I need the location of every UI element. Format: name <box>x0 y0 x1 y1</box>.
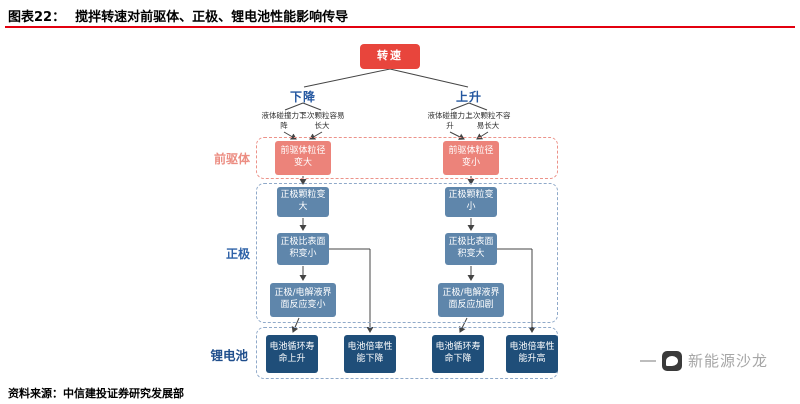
note-liquid-collision-down: 液体碰撞力下降 <box>261 111 307 130</box>
figure-title-row: 图表22： 搅拌转速对前驱体、正极、锂电池性能影响传导 <box>8 6 348 25</box>
node-rate-performance-up: 电池倍率性能升高 <box>506 335 558 373</box>
node-cathode-surface-up: 正极比表面积变大 <box>445 233 497 265</box>
node-precursor-size-up: 前驱体粒径变大 <box>275 141 331 175</box>
node-cycle-life-down: 电池循环寿命下降 <box>432 335 484 373</box>
node-interface-reaction-up: 正极/电解液界面反应加剧 <box>438 283 504 317</box>
watermark-logo-icon <box>662 350 682 371</box>
group-label-battery: 锂电池 <box>210 348 248 363</box>
node-interface-reaction-down: 正极/电解液界面反应变小 <box>270 283 336 317</box>
title-underline-rule <box>5 26 795 28</box>
figure-number-label: 图表22： <box>8 10 66 25</box>
watermark: 新能源沙龙 <box>640 350 768 371</box>
node-rotation-speed: 转速 <box>360 44 420 69</box>
group-outline-precursor <box>256 137 558 179</box>
note-secondary-particle-grow: 二次颗粒容易长大 <box>299 111 345 130</box>
node-rate-performance-down: 电池倍率性能下降 <box>344 335 396 373</box>
group-label-precursor: 前驱体 <box>213 152 250 166</box>
node-cathode-particle-up: 正极颗粒变大 <box>277 187 329 217</box>
branch-label-decrease: 下降 <box>289 90 316 104</box>
source-note: 资料来源：中信建投证券研究发展部 <box>8 387 184 400</box>
group-outline-cathode <box>256 183 558 323</box>
note-secondary-particle-hard-grow: 二次颗粒不容易长大 <box>465 111 511 130</box>
note-liquid-collision-up: 液体碰撞力上升 <box>427 111 473 130</box>
watermark-divider <box>640 359 656 362</box>
node-precursor-size-down: 前驱体粒径变小 <box>443 141 499 175</box>
watermark-text: 新能源沙龙 <box>688 352 769 370</box>
node-cathode-surface-down: 正极比表面积变小 <box>277 233 329 265</box>
branch-label-increase: 上升 <box>455 90 482 104</box>
page-title: 搅拌转速对前驱体、正极、锂电池性能影响传导 <box>75 10 349 25</box>
node-cycle-life-up: 电池循环寿命上升 <box>266 335 318 373</box>
node-cathode-particle-down: 正极颗粒变小 <box>445 187 497 217</box>
group-label-cathode: 正极 <box>225 247 250 261</box>
